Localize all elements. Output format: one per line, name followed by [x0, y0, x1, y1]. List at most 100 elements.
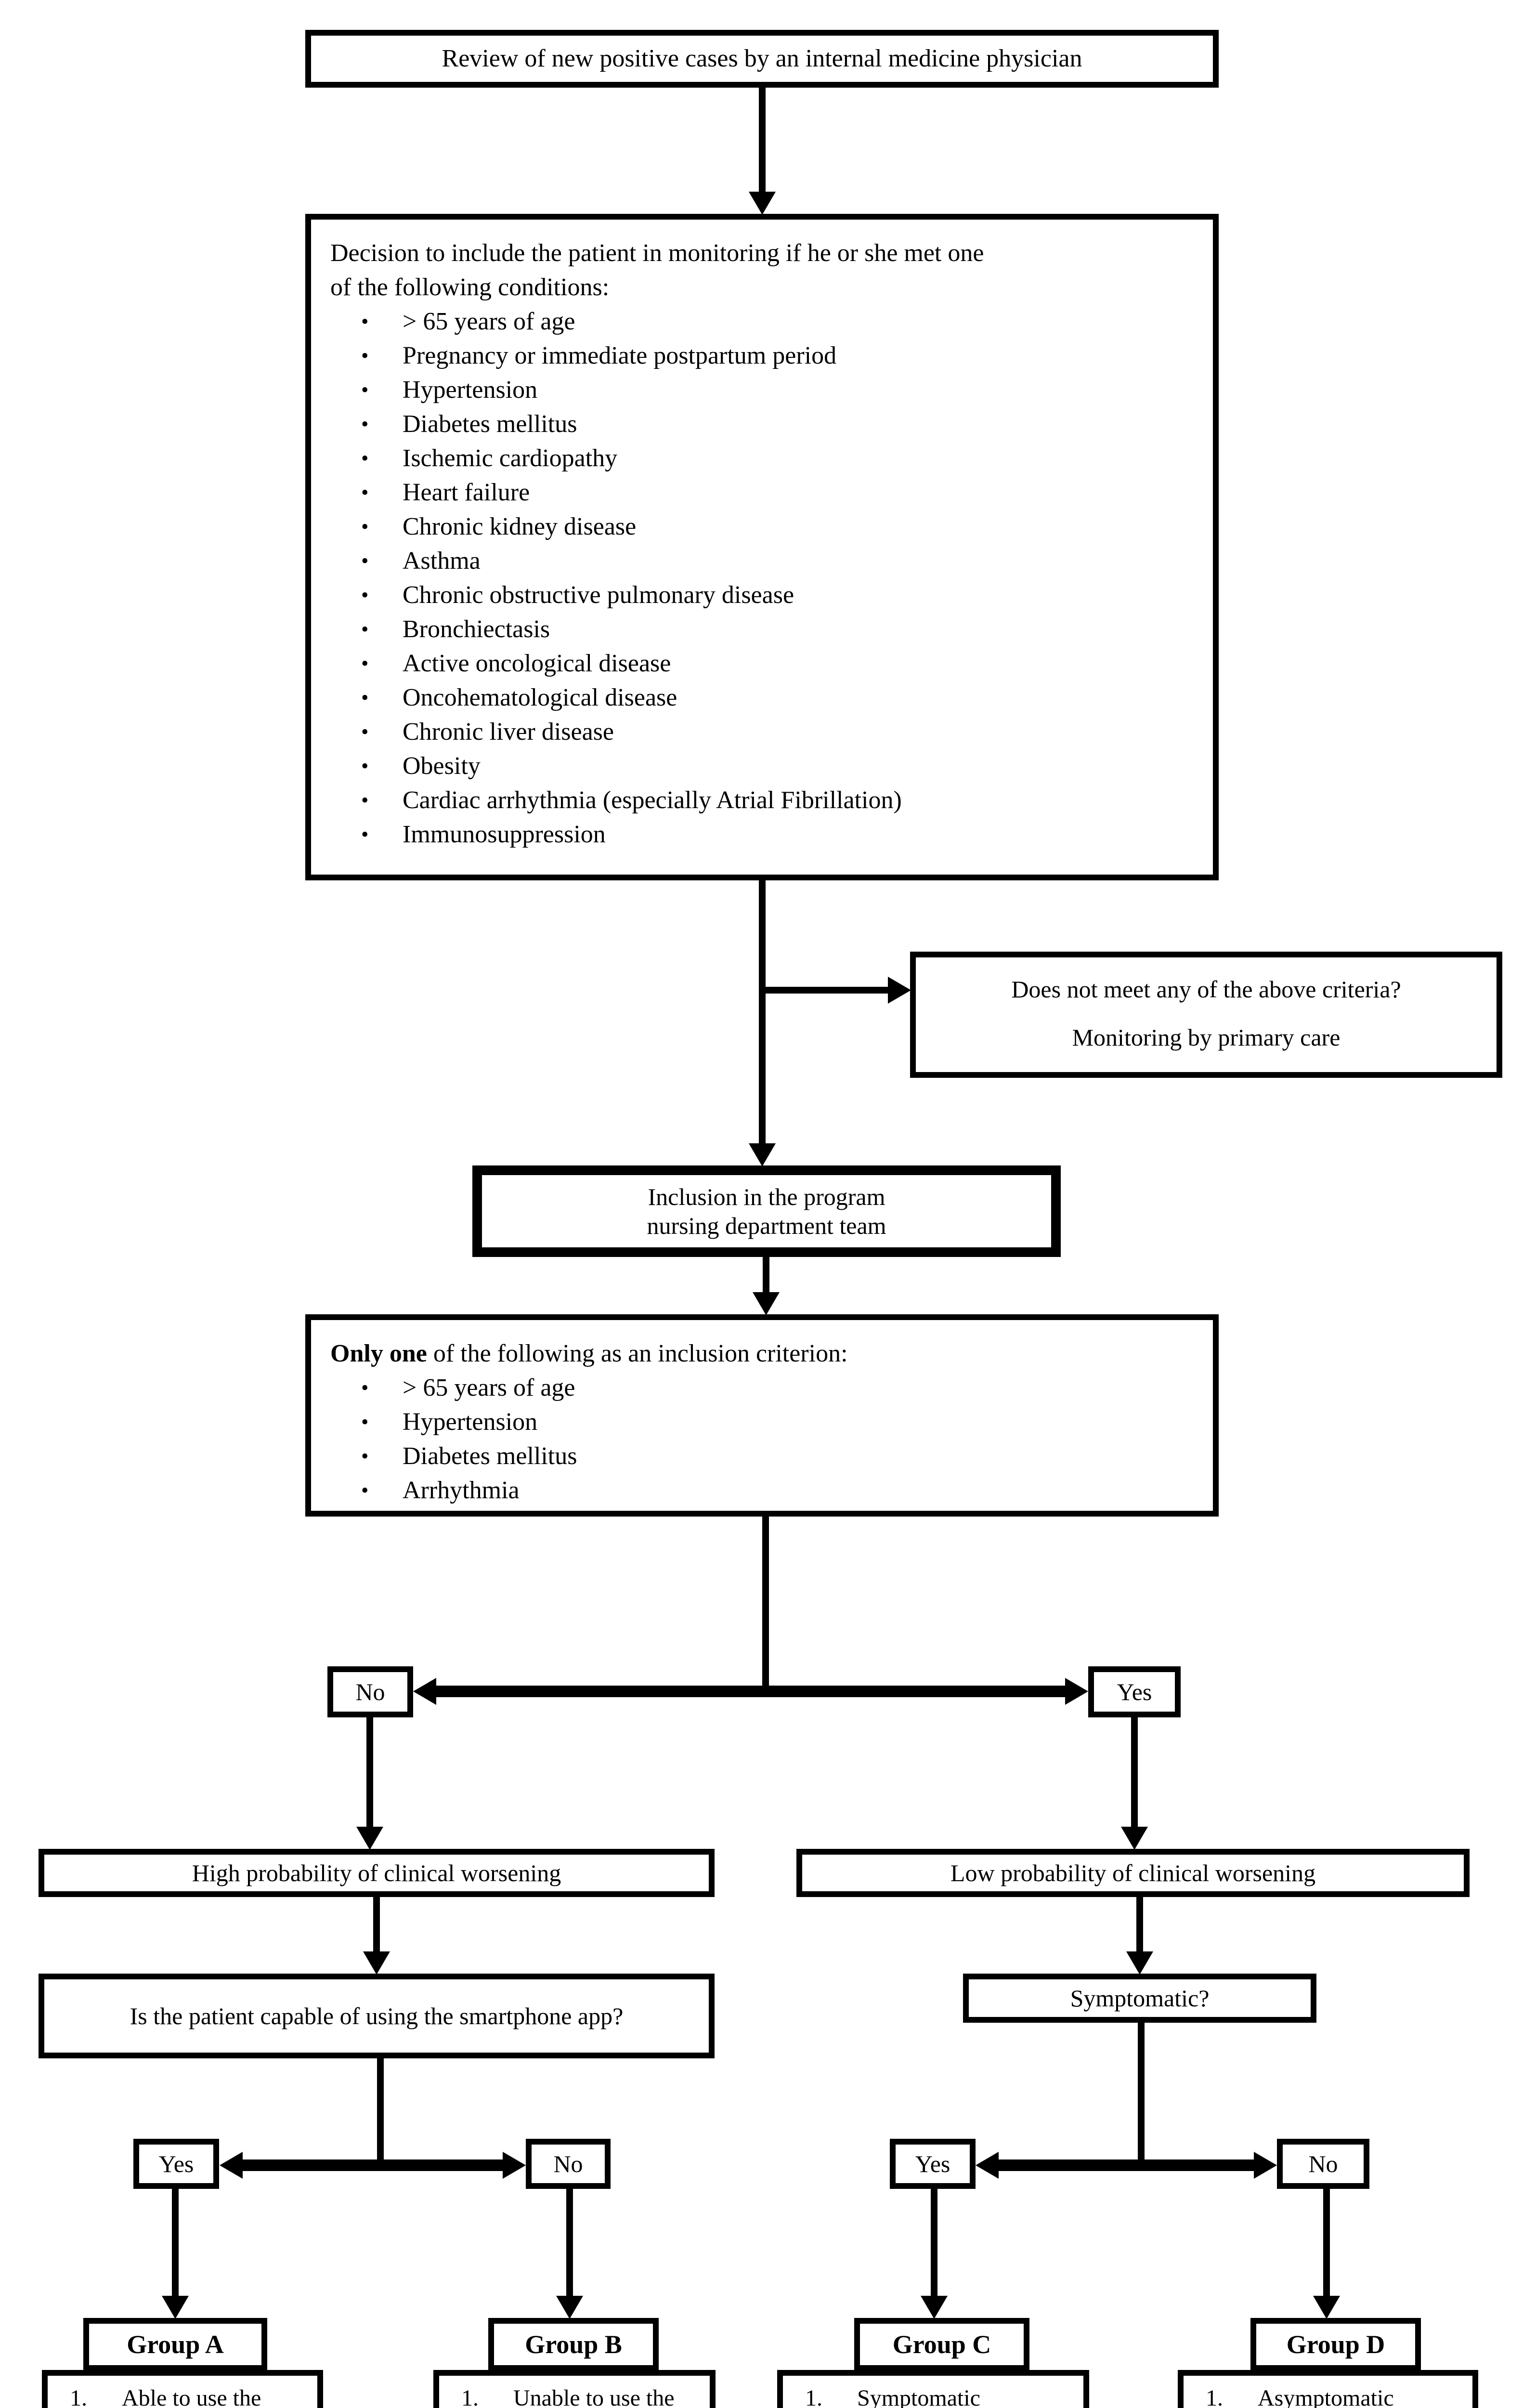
connector-app-to-branch2l	[377, 2058, 384, 2171]
arrowhead-symptomatic-icon	[1126, 1951, 1153, 1975]
connector-review-to-criteria	[759, 87, 766, 195]
criteria-box: Decision to include the patient in monit…	[305, 214, 1219, 880]
app-question-text: Is the patient capable of using the smar…	[130, 2002, 624, 2029]
group-b-content: 1. Unable to use the application 2. Acut…	[433, 2370, 716, 2408]
group-c-content: 1. Symptomatic 2. Only one of the follow…	[777, 2370, 1089, 2408]
criteria-item: Oncohematological disease	[330, 681, 1194, 715]
group-c-item-1: 1. Symptomatic	[790, 2384, 1079, 2408]
low-probability-text: Low probability of clinical worsening	[950, 1859, 1316, 1886]
criteria-item: Ischemic cardiopathy	[330, 441, 1194, 475]
group-c-item-1-text: Symptomatic	[857, 2385, 980, 2408]
branch1-no-label: No	[355, 1678, 385, 1705]
criteria-intro-line1: Decision to include the patient in monit…	[330, 239, 984, 267]
branch1-yes-label: Yes	[1117, 1678, 1152, 1705]
symptomatic-text: Symptomatic?	[1070, 1985, 1210, 2012]
criteria-item: Chronic liver disease	[330, 715, 1194, 749]
branch2l-no-label: No	[553, 2150, 583, 2177]
arrowhead-group-a-icon	[162, 2296, 189, 2319]
connector-onlyone-to-branch1	[762, 1516, 769, 1692]
arrowhead-yes1-icon	[1065, 1678, 1088, 1705]
branch2r-yes-label: Yes	[915, 2150, 950, 2177]
only-one-intro-rest: of the following as an inclusion criteri…	[427, 1340, 848, 1367]
criteria-item: Heart failure	[330, 475, 1194, 510]
criteria-item: Chronic obstructive pulmonary disease	[330, 578, 1194, 612]
list-marker: 1.	[70, 2385, 87, 2408]
arrowhead-onlyone-icon	[753, 1292, 780, 1315]
branch2l-yes-label: Yes	[158, 2150, 194, 2177]
connector-symptomatic-to-branch2r	[1138, 2023, 1145, 2171]
only-one-item: > 65 years of age	[330, 1371, 1194, 1405]
list-marker: 1.	[1206, 2385, 1223, 2408]
arrowhead-yes2r-icon	[976, 2152, 999, 2179]
criteria-intro-line2: of the following conditions:	[330, 274, 610, 301]
primary-care-action: Monitoring by primary care	[1072, 1024, 1341, 1051]
group-c-title: Group C	[892, 2330, 991, 2359]
criteria-item: Immunosuppression	[330, 817, 1194, 851]
group-b-header: Group B	[488, 2318, 659, 2371]
primary-care-question: Does not meet any of the above criteria?	[1011, 976, 1401, 1003]
connector-yes1-to-low	[1131, 1717, 1138, 1829]
criteria-item: Active oncological disease	[330, 646, 1194, 681]
group-d-content: 1. Asymptomatic 2. Only one of the follo…	[1178, 2370, 1478, 2408]
criteria-item: Cardiac arrhythmia (especially Atrial Fi…	[330, 783, 1194, 817]
arrowhead-group-d-icon	[1313, 2296, 1340, 2319]
group-d-title: Group D	[1286, 2330, 1385, 2359]
arrowhead-group-b-icon	[556, 2296, 583, 2319]
high-probability-box: High probability of clinical worsening	[39, 1849, 715, 1897]
connector-to-group-b	[566, 2189, 573, 2298]
connector-branch-to-primary-care	[762, 987, 889, 994]
connector-to-group-d	[1323, 2189, 1330, 2298]
arrowhead-low-icon	[1121, 1827, 1148, 1850]
group-a-title: Group A	[127, 2330, 224, 2359]
arrowhead-group-c-icon	[921, 2296, 948, 2319]
app-question-box: Is the patient capable of using the smar…	[39, 1974, 715, 2058]
primary-care-box: Does not meet any of the above criteria?…	[910, 952, 1502, 1078]
group-a-header: Group A	[83, 2318, 267, 2371]
criteria-item: > 65 years of age	[330, 304, 1194, 339]
arrowhead-inclusion-icon	[749, 1143, 776, 1166]
group-d-item-1: 1. Asymptomatic	[1190, 2384, 1468, 2408]
branch2l-no-box: No	[526, 2139, 611, 2189]
connector-to-group-c	[931, 2189, 937, 2298]
only-one-item: Hypertension	[330, 1405, 1194, 1439]
criteria-item: Bronchiectasis	[330, 612, 1194, 646]
list-marker: 1.	[461, 2385, 479, 2408]
group-a-content: 1. Able to use the application 2. Acute …	[42, 2370, 323, 2408]
branch2r-no-box: No	[1277, 2139, 1369, 2189]
only-one-item: Diabetes mellitus	[330, 1439, 1194, 1473]
arrowhead-app-icon	[363, 1951, 390, 1975]
only-one-item: Arrhythmia	[330, 1473, 1194, 1507]
criteria-item: Chronic kidney disease	[330, 510, 1194, 544]
branch1-line	[433, 1686, 1068, 1697]
group-b-item-1: 1. Unable to use the application	[446, 2384, 705, 2408]
branch2l-line	[242, 2159, 504, 2171]
group-d-item-1-text: Asymptomatic	[1258, 2385, 1394, 2408]
arrowhead-primary-care-icon	[888, 977, 911, 1004]
symptomatic-box: Symptomatic?	[963, 1974, 1316, 2023]
inclusion-line2: nursing department team	[647, 1212, 886, 1239]
branch1-no-box: No	[327, 1666, 413, 1717]
criteria-item: Asthma	[330, 544, 1194, 578]
group-b-item-1-text: Unable to use the application	[513, 2385, 675, 2408]
group-a-item-1: 1. Able to use the application	[54, 2384, 312, 2408]
branch2r-line	[998, 2159, 1257, 2171]
arrowhead-no2l-icon	[503, 2152, 526, 2179]
review-box: Review of new positive cases by an inter…	[305, 30, 1219, 88]
branch2r-yes-box: Yes	[890, 2139, 976, 2189]
group-b-title: Group B	[525, 2330, 622, 2359]
only-one-intro-bold: Only one	[330, 1340, 427, 1367]
criteria-item: Pregnancy or immediate postpartum period	[330, 339, 1194, 373]
inclusion-box: Inclusion in the program nursing departm…	[472, 1165, 1061, 1257]
connector-high-to-app	[373, 1897, 380, 1955]
arrowhead-no2r-icon	[1254, 2152, 1277, 2179]
criteria-item: Obesity	[330, 749, 1194, 783]
only-one-intro: Only one of the following as an inclusio…	[330, 1336, 1194, 1371]
group-c-header: Group C	[854, 2318, 1029, 2371]
arrowhead-criteria-icon	[749, 192, 776, 215]
inclusion-line1: Inclusion in the program	[648, 1183, 885, 1210]
arrowhead-yes2l-icon	[220, 2152, 243, 2179]
only-one-box: Only one of the following as an inclusio…	[305, 1314, 1219, 1517]
branch2r-no-label: No	[1308, 2150, 1338, 2177]
branch1-yes-box: Yes	[1088, 1666, 1181, 1717]
branch2l-yes-box: Yes	[133, 2139, 219, 2189]
